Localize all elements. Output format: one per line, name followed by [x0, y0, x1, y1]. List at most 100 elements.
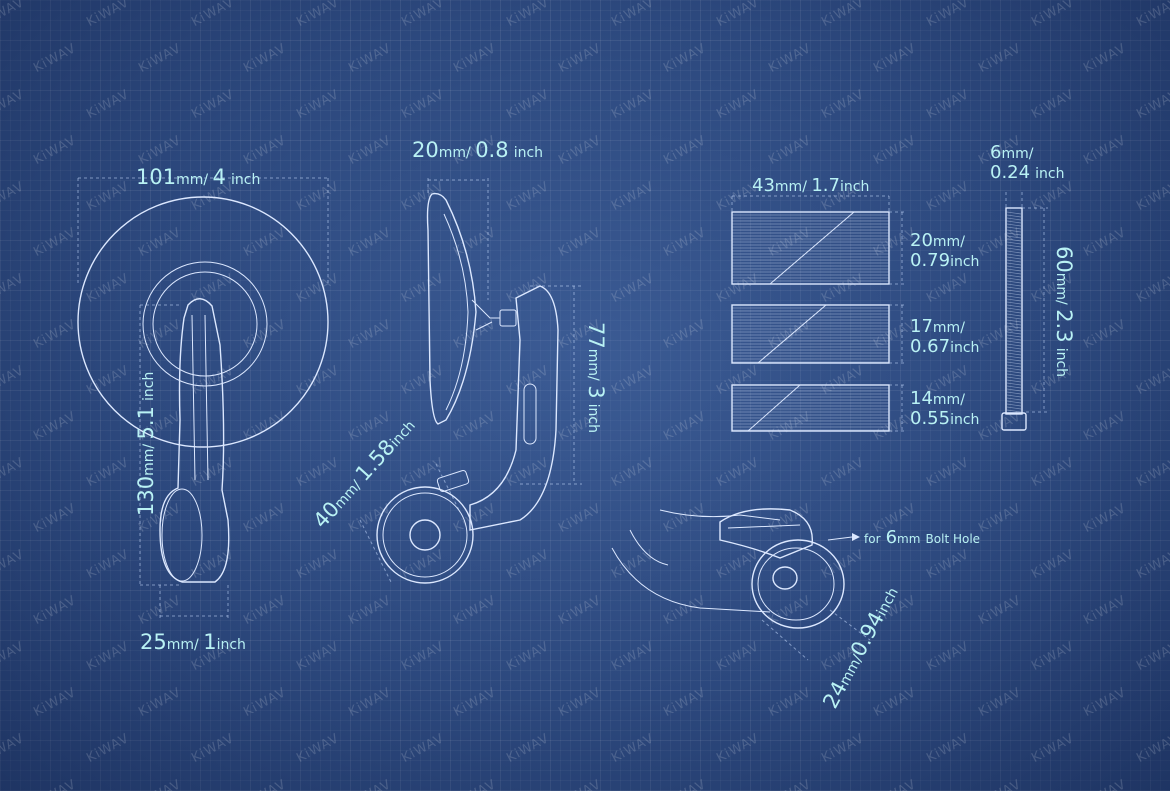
mirror-outer-circle	[77, 196, 329, 448]
dim-line	[435, 463, 461, 513]
bolt-hole-leader	[827, 536, 853, 541]
arrow-right-icon	[852, 533, 860, 541]
thread-line	[1006, 226, 1022, 230]
front-stem-detail	[191, 314, 209, 481]
thread-line	[1006, 304, 1022, 308]
mounted-clamp-outer	[751, 539, 845, 629]
thread-line	[1006, 286, 1022, 290]
adapter-1-diagonal	[769, 211, 855, 285]
thread-line	[1006, 379, 1022, 383]
thread-line	[1006, 217, 1022, 221]
side-clamp-bore	[409, 519, 441, 551]
thread-line	[1006, 334, 1022, 338]
thread-line	[1006, 214, 1022, 218]
dim-line	[359, 519, 393, 585]
thread-line	[1006, 295, 1022, 299]
thread-line	[1006, 364, 1022, 368]
side-view	[359, 178, 582, 585]
adapter-2-block	[731, 304, 890, 364]
thread-line	[1006, 343, 1022, 347]
thread-line	[1006, 223, 1022, 227]
thread-line	[1006, 328, 1022, 332]
dim-line	[829, 609, 871, 641]
adapter-2-hatch	[732, 307, 889, 363]
label-mirror-width: 101mm/ 4 inch	[136, 165, 261, 189]
thread-line	[1006, 376, 1022, 380]
thread-line	[1006, 397, 1022, 401]
side-clamp-ring	[382, 492, 468, 578]
adapter-3-hatch	[732, 387, 889, 431]
mounted-clamp-bore	[772, 566, 798, 590]
thread-line	[1006, 265, 1022, 269]
thread-line	[1006, 367, 1022, 371]
thread-line	[1006, 253, 1022, 257]
mounted-arm-edge	[727, 524, 801, 529]
thread-line	[1006, 274, 1022, 278]
label-stem-length: 130mm/ 5.1 inch	[134, 371, 158, 516]
thread-line	[1006, 241, 1022, 245]
handlebar-end	[611, 547, 771, 613]
thread-line	[1006, 292, 1022, 296]
label-arm-height: 77mm/ 3 inch	[584, 322, 608, 433]
adapter-1-block	[731, 211, 890, 285]
bolt	[1001, 192, 1048, 431]
mirror-inner-ring	[152, 271, 258, 377]
thread-line	[1006, 277, 1022, 281]
mirror-inner-circle	[142, 261, 268, 387]
mounted-arm	[719, 508, 814, 559]
label-adapter-2: 17mm/ 0.67inch	[910, 316, 980, 357]
thread-line	[1006, 355, 1022, 359]
adapter-1-hatch	[732, 214, 889, 282]
adapter-blocks	[731, 195, 905, 432]
label-adapter-3: 14mm/ 0.55inch	[910, 388, 980, 429]
thread-line	[1006, 229, 1022, 233]
thread-line	[1006, 256, 1022, 260]
thread-line	[1006, 391, 1022, 395]
thread-line	[1006, 325, 1022, 329]
thread-line	[1006, 400, 1022, 404]
adapter-3-diagonal	[747, 384, 801, 432]
thread-line	[1006, 259, 1022, 263]
thread-line	[1006, 385, 1022, 389]
front-clamp	[161, 488, 203, 582]
thread-line	[1006, 301, 1022, 305]
mounted-clamp-ring	[757, 547, 835, 621]
set-screw	[436, 469, 470, 493]
label-mirror-depth: 20mm/ 0.8 inch	[412, 138, 544, 162]
thread-line	[1006, 349, 1022, 353]
thread-line	[1006, 244, 1022, 248]
thread-line	[1006, 250, 1022, 254]
thread-line	[1006, 346, 1022, 350]
handlebar-top	[659, 509, 781, 521]
thread-line	[1006, 394, 1022, 398]
thread-line	[1006, 319, 1022, 323]
side-clamp-outer	[376, 486, 474, 584]
pivot-knuckle	[499, 309, 517, 327]
thread-line	[1006, 337, 1022, 341]
thread-line	[1006, 313, 1022, 317]
side-arm	[469, 285, 559, 531]
label-adapter-width: 43mm/ 1.7inch	[752, 175, 870, 196]
thread-line	[1006, 331, 1022, 335]
label-base-width: 25mm/ 1inch	[140, 630, 246, 654]
thread-line	[1006, 271, 1022, 275]
thread-line	[1006, 307, 1022, 311]
front-stem	[159, 298, 230, 583]
label-adapter-1: 20mm/ 0.79inch	[910, 230, 980, 271]
thread-line	[1006, 211, 1022, 215]
thread-line	[1006, 280, 1022, 284]
adapter-2-diagonal	[757, 304, 827, 364]
adapter-3-block	[731, 384, 890, 432]
thread-line	[1006, 388, 1022, 392]
thread-line	[1006, 310, 1022, 314]
side-arm-slot	[523, 383, 537, 445]
thread-line	[1006, 316, 1022, 320]
handlebar-curve	[629, 529, 669, 566]
thread-line	[1006, 235, 1022, 239]
thread-line	[1006, 298, 1022, 302]
thread-line	[1006, 409, 1022, 413]
label-bolt-diameter: 6mm/ 0.24 inch	[990, 142, 1065, 183]
thread-line	[1006, 373, 1022, 377]
thread-line	[1006, 289, 1022, 293]
